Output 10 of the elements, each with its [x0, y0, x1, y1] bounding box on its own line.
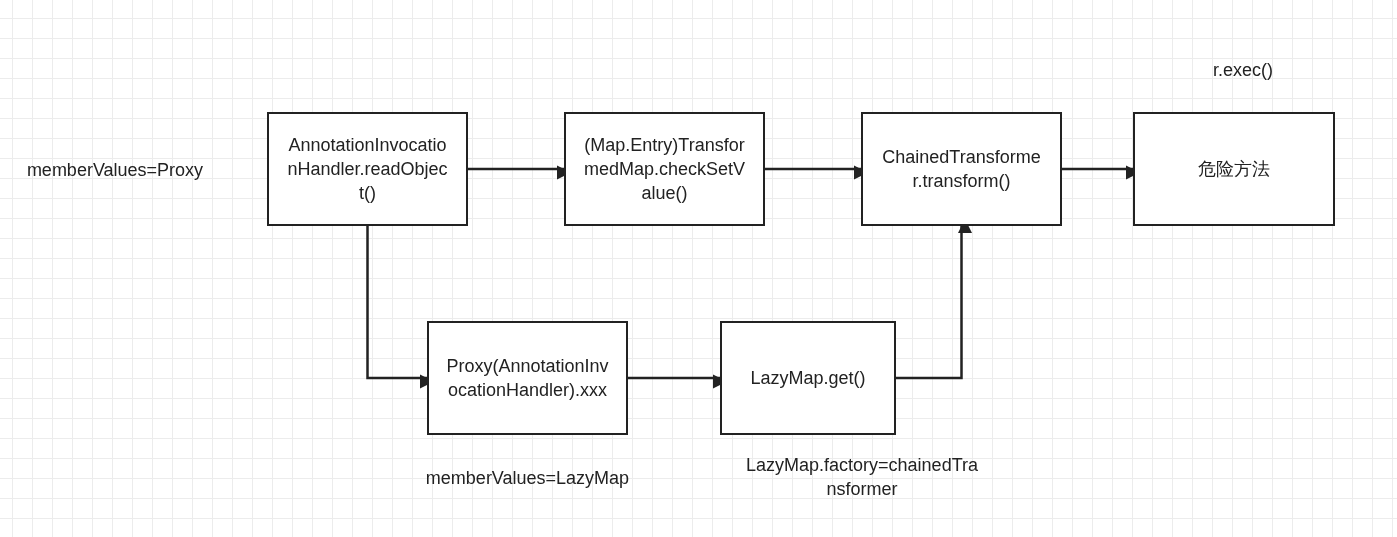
annotation-text: memberValues=Proxy: [25, 159, 205, 182]
annotation-text: LazyMap.factory=chainedTransformer: [745, 454, 979, 501]
process-box: 危险方法: [1133, 112, 1335, 226]
process-box: AnnotationInvocationHandler.readObject(): [267, 112, 468, 226]
annotation-text: memberValues=LazyMap: [424, 467, 631, 490]
process-box: (Map.Entry)TransformedMap.checkSetValue(): [564, 112, 765, 226]
process-box: Proxy(AnnotationInvocationHandler).xxx: [427, 321, 628, 435]
process-box: ChainedTransformer.transform(): [861, 112, 1062, 226]
annotation-text: r.exec(): [1212, 59, 1274, 82]
process-box: LazyMap.get(): [720, 321, 896, 435]
